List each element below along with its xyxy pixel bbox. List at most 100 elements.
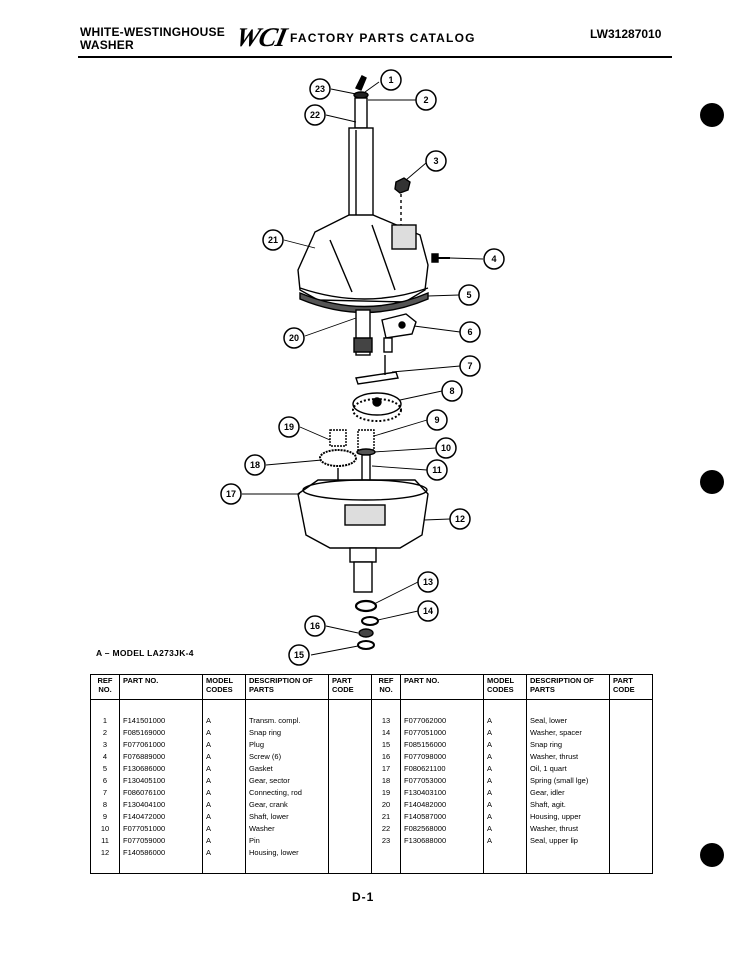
spacer-cell xyxy=(371,859,401,874)
cell-ref: 18 xyxy=(371,775,401,787)
cell-model: A xyxy=(483,739,527,751)
catalog-number: LW31287010 xyxy=(590,27,662,41)
callout-4: 4 xyxy=(483,248,505,270)
cell-part: F086076100 xyxy=(119,787,203,799)
header-model: MODEL CODES xyxy=(483,674,527,700)
header-rule xyxy=(78,56,672,58)
brand-line1: WHITE-WESTINGHOUSE xyxy=(80,25,225,39)
cell-model: A xyxy=(202,811,246,823)
callout-1: 1 xyxy=(380,69,402,91)
cell-code xyxy=(328,763,372,775)
header-ref: REF NO. xyxy=(90,674,120,700)
svg-text:10: 10 xyxy=(441,443,451,453)
idler-gear-top xyxy=(329,429,347,447)
cell-part: F085156000 xyxy=(400,739,484,751)
cell-ref: 19 xyxy=(371,787,401,799)
callout-12: 12 xyxy=(449,508,471,530)
lower-shaft-stub xyxy=(353,561,373,593)
svg-text:15: 15 xyxy=(294,650,304,660)
svg-text:20: 20 xyxy=(289,333,299,343)
cell-ref: 7 xyxy=(90,787,120,799)
header-code: PART CODE xyxy=(328,674,372,700)
cell-ref: 6 xyxy=(90,775,120,787)
cell-code xyxy=(609,751,653,763)
svg-text:22: 22 xyxy=(310,110,320,120)
cell-desc: Shaft, lower xyxy=(245,811,329,823)
cell-part: F077051000 xyxy=(400,727,484,739)
cell-part: F077098000 xyxy=(400,751,484,763)
cell-ref: 21 xyxy=(371,811,401,823)
cell-part: F130405100 xyxy=(119,775,203,787)
callout-20: 20 xyxy=(283,327,305,349)
cell-model: A xyxy=(202,787,246,799)
cell-desc: Housing, upper xyxy=(526,811,610,823)
page-number: D-1 xyxy=(352,890,375,904)
cell-code xyxy=(609,823,653,835)
cell-part: F080621100 xyxy=(400,763,484,775)
lower-seal xyxy=(354,599,378,613)
cell-ref: 16 xyxy=(371,751,401,763)
parts-table: REF NO. PART NO. MODEL CODES DESCRIPTION… xyxy=(90,674,653,874)
cell-model: A xyxy=(483,787,527,799)
cell-model: A xyxy=(202,775,246,787)
spacer-cell xyxy=(90,859,120,874)
cell-ref: 2 xyxy=(90,727,120,739)
table-spacer-row xyxy=(90,859,653,874)
cell-ref: 8 xyxy=(90,799,120,811)
cell-part: F077059000 xyxy=(119,835,203,847)
cell-code xyxy=(328,751,372,763)
callout-13: 13 xyxy=(417,571,439,593)
plug-part xyxy=(394,177,411,194)
cell-ref: 20 xyxy=(371,799,401,811)
cell-ref: 11 xyxy=(90,835,120,847)
cell-desc xyxy=(526,847,610,859)
header-desc: DESCRIPTION OF PARTS xyxy=(526,674,610,700)
cell-ref xyxy=(371,847,401,859)
callout-11: 11 xyxy=(426,459,448,481)
cell-code xyxy=(328,727,372,739)
spacer-cell xyxy=(119,859,203,874)
spacer-washer xyxy=(361,616,379,626)
spacer-cell xyxy=(245,859,329,874)
spacer-cell xyxy=(483,859,527,874)
callout-23: 23 xyxy=(309,78,331,100)
cell-ref: 17 xyxy=(371,763,401,775)
cell-code xyxy=(609,811,653,823)
svg-text:21: 21 xyxy=(268,235,278,245)
cell-part: F141501000 xyxy=(119,699,203,727)
cell-model: A xyxy=(483,799,527,811)
cell-desc: Washer, thrust xyxy=(526,823,610,835)
cell-code xyxy=(328,847,372,859)
svg-text:9: 9 xyxy=(434,415,439,425)
cell-desc: Seal, lower xyxy=(526,699,610,727)
punch-hole-icon xyxy=(700,843,724,867)
brand-block: WHITE-WESTINGHOUSE WASHER xyxy=(80,26,225,52)
callout-8: 8 xyxy=(441,380,463,402)
svg-text:23: 23 xyxy=(315,84,325,94)
header-model: MODEL CODES xyxy=(202,674,246,700)
cell-model: A xyxy=(483,811,527,823)
cell-desc: Washer xyxy=(245,823,329,835)
callout-group: 1 2 3 4 5 6 7 8 9 10 11 12 13 14 15 16 1… xyxy=(220,69,505,666)
svg-text:11: 11 xyxy=(432,465,442,475)
punch-hole-icon xyxy=(700,470,724,494)
cell-model: A xyxy=(483,763,527,775)
cell-ref: 23 xyxy=(371,835,401,847)
connecting-rod xyxy=(355,371,399,385)
cell-model: A xyxy=(202,739,246,751)
cell-part: F130688000 xyxy=(400,835,484,847)
cell-code xyxy=(609,799,653,811)
cell-part xyxy=(400,847,484,859)
cell-desc: Spring (small lge) xyxy=(526,775,610,787)
cell-desc: Housing, lower xyxy=(245,847,329,859)
svg-text:6: 6 xyxy=(467,327,472,337)
upper-housing-neck xyxy=(348,127,374,224)
table-header-row: REF NO. PART NO. MODEL CODES DESCRIPTION… xyxy=(90,674,653,700)
cell-desc: Seal, upper lip xyxy=(526,835,610,847)
cell-desc: Connecting, rod xyxy=(245,787,329,799)
